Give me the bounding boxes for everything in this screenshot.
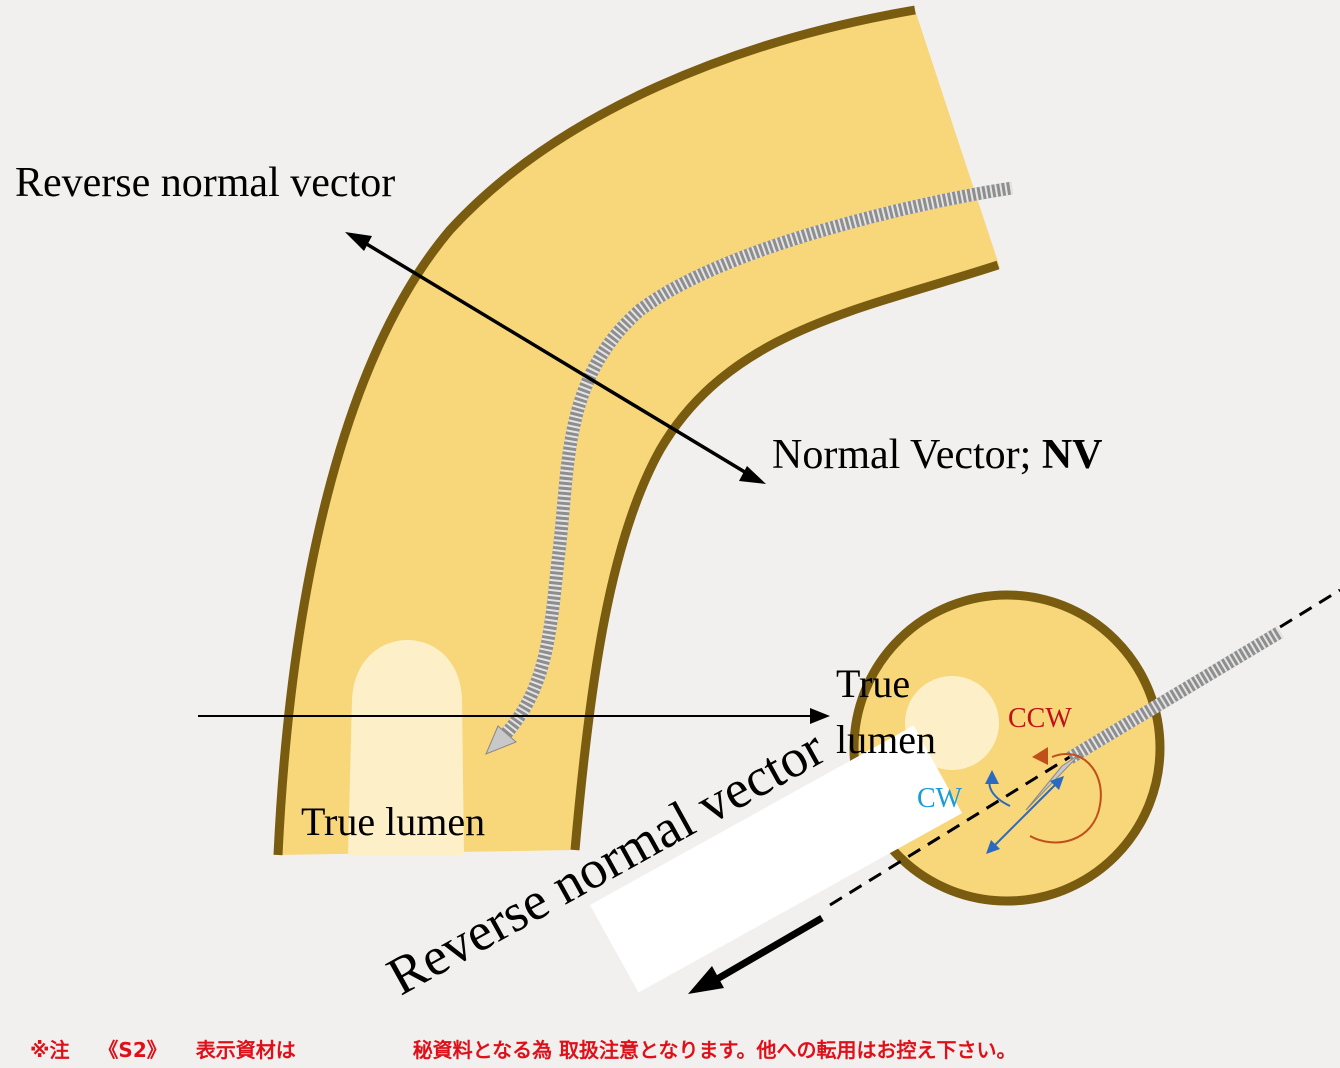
reverse-normal-vector-arrowhead (345, 232, 372, 251)
footer-text-right: 秘資料となる為 取扱注意となります。他への転用はお控え下さい。 (413, 1038, 1017, 1062)
normal-vector-label: Normal Vector; NV (772, 434, 1103, 476)
footer-code: 《S2》 (98, 1038, 166, 1062)
normal-vector-arrowhead (739, 466, 766, 484)
normal-vector-label-text: Normal Vector; (772, 432, 1042, 478)
section-arrowhead (810, 708, 830, 724)
cw-label: CW (917, 785, 962, 813)
reverse-normal-vector-label: Reverse normal vector (15, 162, 395, 204)
true-lumen-cross-label-line1: True (836, 664, 910, 704)
normal-vector-abbr: NV (1042, 432, 1103, 478)
true-lumen-cross-label-line2: lumen (836, 720, 936, 760)
footer-notice: ※注 《S2》 表示資材は 秘資料となる為 取扱注意となります。他への転用はお控… (30, 1040, 1016, 1060)
ccw-label: CCW (1008, 705, 1072, 733)
footer-mark: ※注 (30, 1038, 69, 1062)
footer-text-left: 表示資材は (196, 1038, 296, 1062)
true-lumen-label: True lumen (301, 802, 485, 842)
